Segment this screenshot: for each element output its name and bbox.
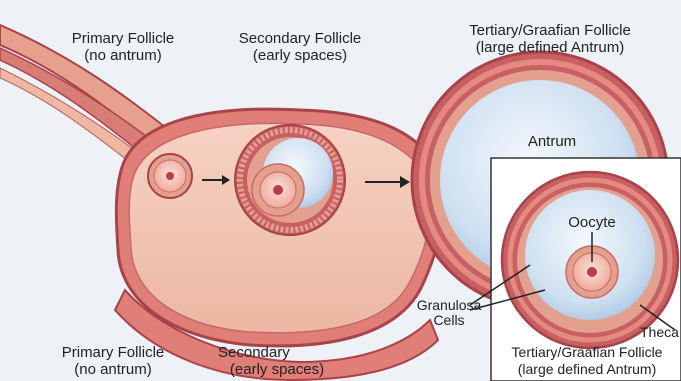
primary-follicle-bottom-label: Primary Follicle (no antrum): [38, 344, 188, 378]
tertiary-bottom-sub: (large defined Antrum): [494, 361, 680, 378]
secondary-top-title: Secondary Follicle: [215, 30, 385, 47]
secondary-top-sub: (early spaces): [215, 47, 385, 64]
primary-top-title: Primary Follicle: [48, 30, 198, 47]
primary-follicle-top-label: Primary Follicle (no antrum): [48, 30, 198, 64]
primary-top-sub: (no antrum): [48, 47, 198, 64]
granulosa-label-line2: Cells: [412, 313, 486, 328]
primary-bottom-title: Primary Follicle: [38, 344, 188, 361]
secondary-follicle-top-label: Secondary Follicle (early spaces): [215, 30, 385, 64]
tertiary-top-title: Tertiary/Graafian Follicle: [440, 22, 660, 39]
secondary-bottom-sub: (early spaces): [212, 361, 342, 378]
oocyte-label: Oocyte: [560, 214, 624, 231]
granulosa-label-line1: Granulosa: [412, 298, 486, 313]
antrum-label: Antrum: [520, 133, 584, 150]
tertiary-follicle-bottom-label: Tertiary/Graafian Follicle (large define…: [494, 344, 680, 378]
secondary-follicle: [235, 125, 345, 235]
secondary-bottom-label: Secondary (early spaces): [212, 344, 342, 378]
tertiary-follicle-top-label: Tertiary/Graafian Follicle (large define…: [440, 22, 660, 56]
primary-bottom-sub: (no antrum): [38, 361, 188, 378]
theca-label: Theca: [640, 325, 680, 340]
granulosa-cells-label: Granulosa Cells: [412, 298, 486, 328]
tertiary-top-sub: (large defined Antrum): [440, 39, 660, 56]
tertiary-bottom-title: Tertiary/Graafian Follicle: [494, 344, 680, 361]
secondary-bottom-title: Secondary: [212, 344, 342, 361]
primary-follicle: [148, 154, 192, 198]
